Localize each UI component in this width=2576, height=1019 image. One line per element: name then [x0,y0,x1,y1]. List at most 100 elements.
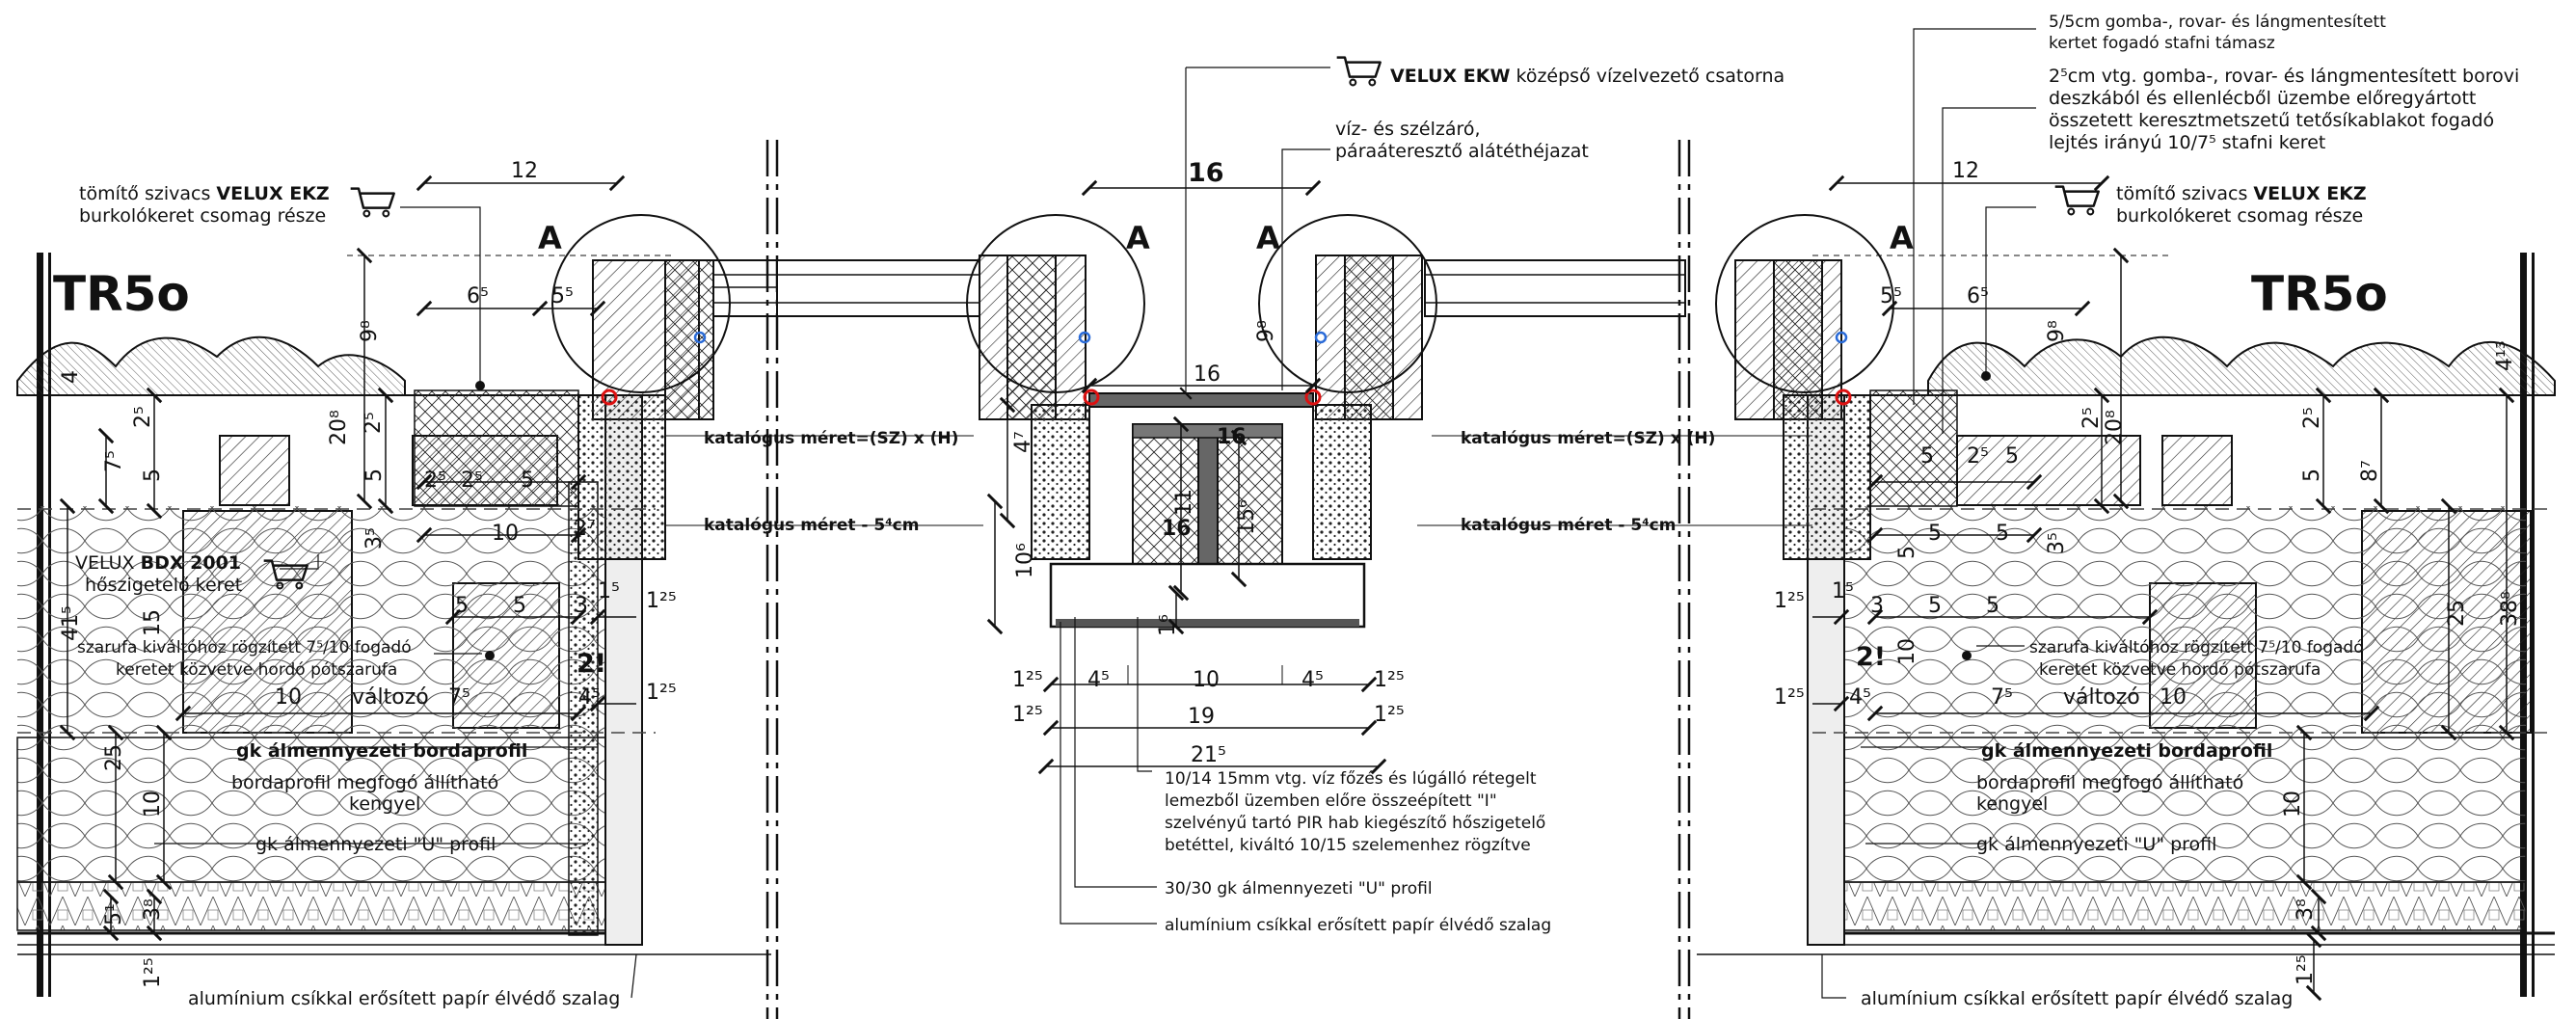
dim-19-center: 19 [1188,705,1215,729]
label-ibeam-3: szelvényű tartó PIR hab kiegészítő hőszi… [1165,814,1545,833]
section-label-left: TR5o [53,266,190,322]
label-gk-u-left: gk álmennyezeti "U" profil [255,834,496,855]
dim-1-25-center-a: 1²⁵ [1012,668,1043,692]
dim-4-5-center-b: 4⁵ [1301,668,1324,692]
label-rafter-left-1: szarufa kiváltóhoz rögzített 7⁵/10 fogad… [77,638,412,657]
dim-1-25-center-b: 1²⁵ [1374,668,1405,692]
dim-3-5-right: 3⁵ [2045,532,2069,554]
dim-20-8-right: 20⁸ [2103,410,2127,445]
dim-16-ref-mid: 16 [1162,517,1192,541]
roof-tiles-right [1927,335,2556,396]
detail-marker-center-right: A [1256,220,1280,256]
dim-5-right-b: 5 [1920,444,1934,469]
label-ibeam-4: betéttel, kiváltó 10/15 szelemenhez rögz… [1165,836,1531,855]
label-frame-3: összetett keresztmetszetű tetősíkablakot… [2049,110,2494,131]
dim-7-5-left-b: 7⁵ [448,685,470,710]
section-label-right: TR5o [2251,266,2388,322]
dim-2-5-right-c: 2⁵ [1967,444,1989,469]
label-rafter-left-2: keretet közvetve hordó pótszarufa [116,660,397,680]
label-bdx-1: VELUX BDX 2001 [75,552,241,574]
dim-9-8-center: 9⁸ [1254,320,1278,342]
dim-4-left: 4 [59,370,83,384]
dim-5-right-g: 5 [1928,594,1942,618]
dim-25-right: 25 [2445,600,2469,627]
detail-marker-left: A [538,220,562,256]
dim-1-5-left: 1⁵ [598,579,620,603]
glazing-mid-right [1424,259,1686,317]
cart-icon [349,187,395,218]
dim-2-5-left-b: 2⁵ [131,406,155,428]
label-ekz-right-1: tömítő szivacs VELUX EKZ [2116,183,2367,204]
dim-38-8-right: 38⁸ [2498,591,2522,627]
dim-5-right-a: 5 [2300,469,2324,482]
dim-5-right-h: 5 [1986,594,1999,618]
detail-circle-left [551,214,731,393]
u-profile-center [1049,562,1366,629]
label-gk-u-right: gk álmennyezeti "U" profil [1976,834,2216,855]
dim-10-left: 10 [492,522,519,546]
dim-5-5-right: 5⁵ [1880,284,1902,308]
roof-tiles-left [16,335,406,396]
dim-10-6-center: 10⁶ [1013,543,1037,578]
label-membrane-2: páraáteresztő alátéthéjazat [1335,141,1589,162]
dim-12-right: 12 [1952,159,1979,183]
window-width: 16 [1188,158,1224,188]
detail-marker-right: A [1890,220,1914,256]
dim-1-25-right-b: 1²⁵ [1774,685,1805,710]
label-frame-2: deszkából és ellenlécből üzembe előregyá… [2049,88,2476,109]
dim-10-left-c: 10 [141,791,165,818]
dim-16-ref-top: 16 [1217,425,1247,449]
label-ekz-left-1: tömítő szivacs VELUX EKZ [79,183,330,204]
bdx-insulation-frame-left [577,394,666,560]
dim-15-6-center: 15⁶ [1235,499,1259,535]
dim-2x-left: 2! [577,649,606,679]
dim-10-right-b: 10 [2160,685,2187,710]
detail-circle-center-right [1258,214,1437,393]
varies-left: változó [352,685,429,710]
label-rafter-right-2: keretet közvetve hordó pótszarufa [2039,660,2321,680]
label-rafter-right-1: szarufa kiváltóhoz rögzített 7⁵/10 fogad… [2029,638,2364,657]
label-frame-1: 2⁵cm vtg. gomba-, rovar- és lángmentesít… [2049,66,2519,87]
ekw-gutter [1088,392,1314,408]
dim-5-right-c: 5 [2005,444,2019,469]
dim-20-8-left: 20⁸ [327,410,351,445]
label-u-profile-30: 30/30 gk álmennyezeti "U" profil [1165,879,1433,898]
dim-9-8-right: 9⁸ [2045,320,2069,342]
break-lines-right [1677,140,1691,1019]
label-membrane-1: víz- és szélzáró, [1335,119,1481,140]
dim-10-right-c: 10 [2281,791,2305,818]
dim-21-5-center: 21⁵ [1191,743,1226,767]
cart-icon [1335,56,1382,87]
batten-left [219,435,290,506]
label-bracket-left-1: bordaprofil megfogó állítható [231,772,498,793]
detail-circle-center-left [966,214,1145,393]
labels: TR5o TR5o A A A A 12 6⁵ 5⁵ 9⁸ 20⁸ 2⁵ 2⁵ … [53,13,2522,1009]
label-frame-4: lejtés irányú 10/7⁵ stafni keret [2049,132,2325,153]
label-bdx-2: hőszigetelő keret [85,575,242,596]
label-ekz-left-2: burkolókeret csomag része [79,205,326,227]
dim-11-center: 11 [1172,489,1196,516]
dim-1-6-center: 1⁶ [1156,614,1180,636]
dim-5-right-e: 5 [1996,522,2009,546]
dim-5-left-e: 5 [513,594,526,618]
dim-1-25-left-a: 1²⁵ [646,589,677,613]
dim-3-8-right: 3⁸ [2294,898,2318,921]
dim-1-25-center-d: 1²⁵ [1374,703,1405,727]
dim-3-right: 3 [1870,594,1884,618]
label-top-2: kertet fogadó stafni támasz [2049,34,2275,53]
label-bracket-left-2: kengyel [349,793,420,815]
dim-2-7-left: 2⁷ [574,517,596,541]
dim-41-left: 41⁵ [59,605,83,641]
dim-15-left: 15 [141,609,165,636]
dim-8-7-right: 8⁷ [2358,460,2382,482]
label-bracket-right-1: bordaprofil megfogó állítható [1976,772,2243,793]
label-gk-borda-left: gk álmennyezeti bordaprofil [236,740,527,762]
dim-1-25-right-a: 1²⁵ [1774,589,1805,613]
dim-5-left-b: 5 [362,469,387,482]
dim-4-5-left: 4⁵ [578,685,601,710]
dim-7-5-right: 7⁵ [1991,685,2013,710]
label-gk-borda-right: gk álmennyezeti bordaprofil [1981,740,2272,762]
dim-2x-right: 2! [1856,642,1886,672]
dim-9-8-left: 9⁸ [358,320,382,342]
dim-7-5-left: 7⁵ [102,450,126,472]
